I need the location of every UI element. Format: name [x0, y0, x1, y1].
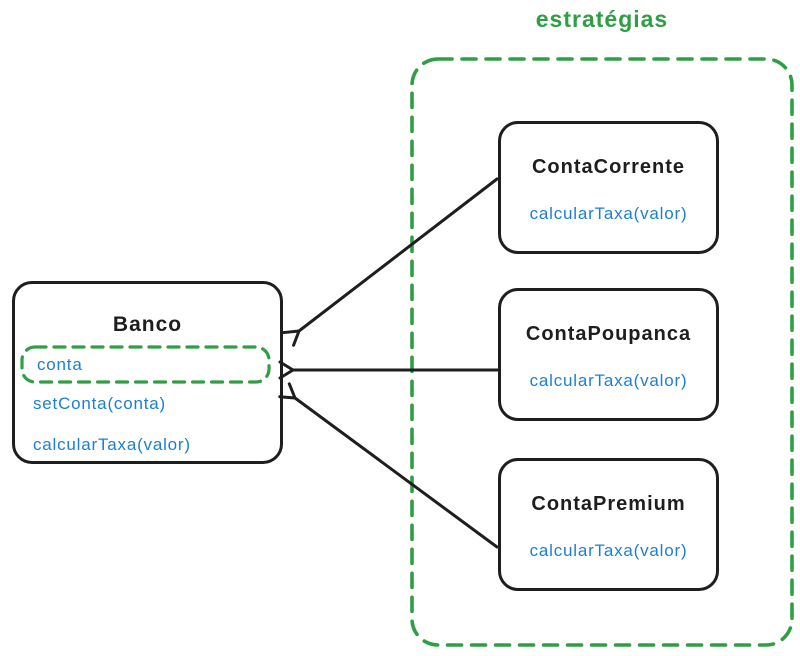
contapremium-class-title: ContaPremium [531, 493, 686, 515]
banco-field-conta: conta [37, 355, 83, 374]
class-box-banco: Banco conta setConta(conta) calcularTaxa… [12, 281, 283, 464]
contacorrente-class-title: ContaCorrente [531, 156, 685, 178]
strategies-group-label: estratégias [535, 6, 669, 32]
class-box-contacorrente: ContaCorrente calcularTaxa(valor) [498, 121, 719, 254]
arrow-contapremium-to-banco [278, 382, 499, 549]
contapremium-method-calculartaxa: calcularTaxa(valor) [529, 541, 688, 560]
arrow-contacorrente-to-banco [282, 177, 499, 347]
class-box-contapoupanca: ContaPoupanca calcularTaxa(valor) [498, 288, 719, 421]
banco-class-title: Banco [112, 313, 183, 336]
contacorrente-method-calculartaxa: calcularTaxa(valor) [529, 204, 688, 223]
banco-method-calculartaxa: calcularTaxa(valor) [33, 435, 191, 454]
contapoupanca-class-title: ContaPoupanca [525, 323, 692, 345]
banco-method-setconta: setConta(conta) [33, 394, 166, 413]
class-box-contapremium: ContaPremium calcularTaxa(valor) [498, 458, 719, 591]
contapoupanca-method-calculartaxa: calcularTaxa(valor) [529, 371, 688, 390]
